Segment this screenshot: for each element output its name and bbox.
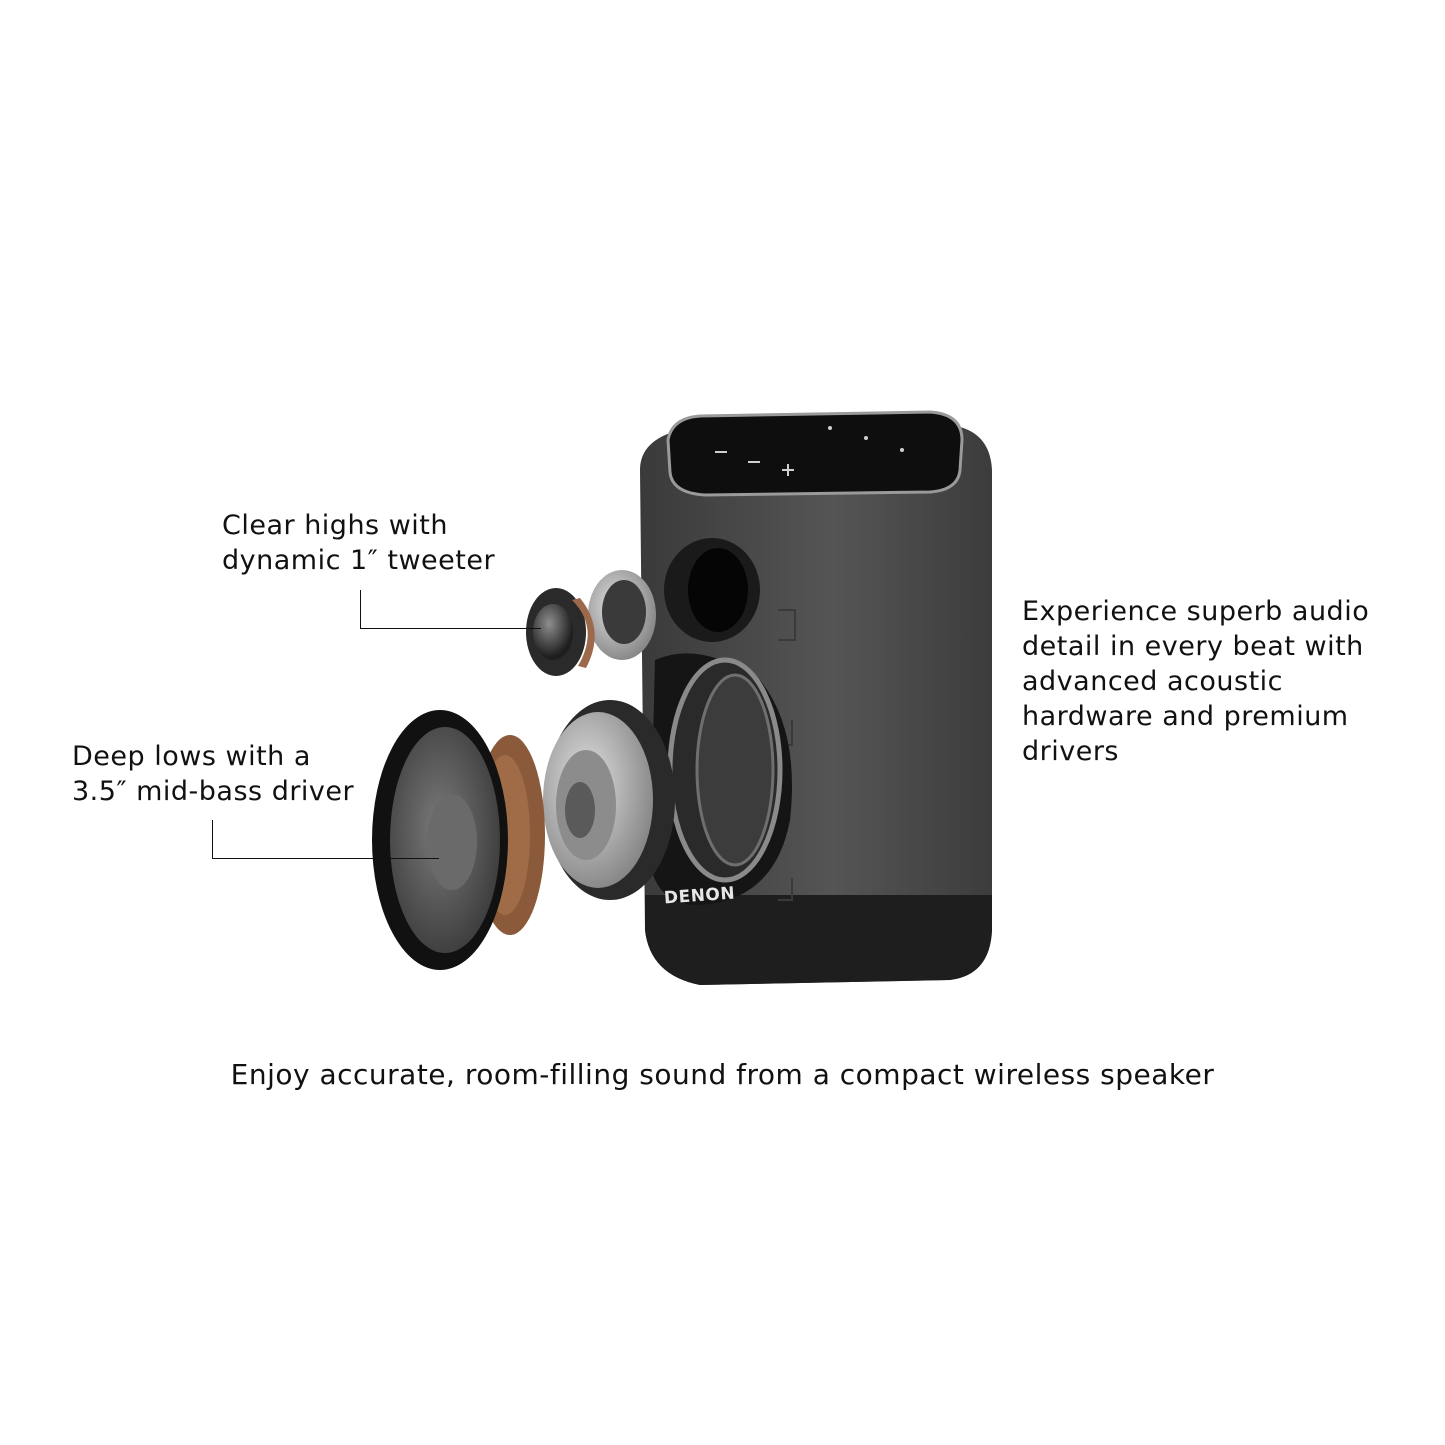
description-line-2: detail in every beat with — [1022, 631, 1364, 662]
woofer-callout-line-2: 3.5″ mid-bass driver — [72, 776, 355, 807]
tweeter-callout-line-1: Clear highs with — [222, 510, 448, 541]
woofer-callout-line-1: Deep lows with a — [72, 741, 311, 772]
tweeter-leader-line — [360, 590, 541, 629]
description-line-5: drivers — [1022, 736, 1119, 767]
woofer-assembly — [372, 700, 675, 970]
feature-description: Experience superb audio detail in every … — [1022, 594, 1369, 769]
woofer-callout-text: Deep lows with a 3.5″ mid-bass driver — [72, 739, 354, 809]
touch-controls — [715, 426, 904, 476]
description-line-4: hardware and premium — [1022, 701, 1349, 732]
bottom-caption: Enjoy accurate, room-filling sound from … — [230, 1058, 1215, 1091]
speaker-body — [640, 410, 992, 985]
tweeter-callout-line-2: dynamic 1″ tweeter — [222, 545, 496, 576]
tweeter-assembly — [526, 570, 656, 676]
woofer-leader-line — [212, 820, 439, 859]
tweeter-callout-text: Clear highs with dynamic 1″ tweeter — [222, 508, 495, 578]
description-line-1: Experience superb audio — [1022, 596, 1370, 627]
description-line-3: advanced acoustic — [1022, 666, 1284, 697]
